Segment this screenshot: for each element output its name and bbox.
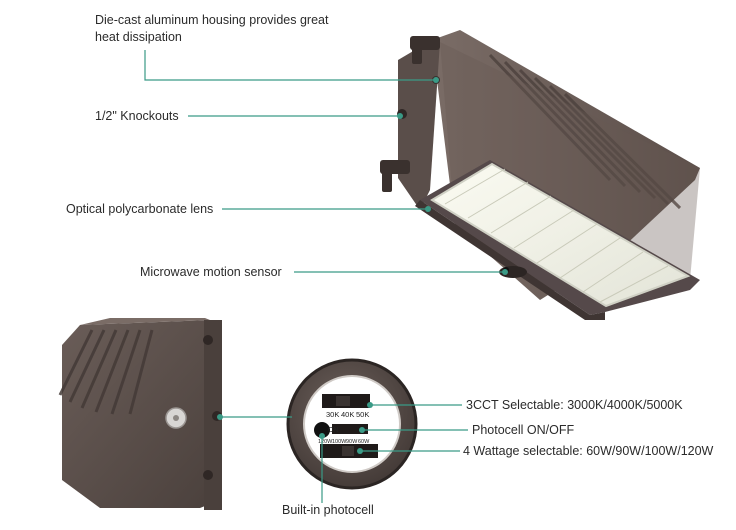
callout-builtin-photocell: Built-in photocell [282,503,374,517]
callout-cct: 3CCT Selectable: 3000K/4000K/5000K [466,398,683,412]
switch-dial: 30K 40K 50K ON 120W 100W 90W 60W [286,358,418,490]
callout-knockouts: 1/2" Knockouts [95,109,179,123]
callout-housing: Die-cast aluminum housing provides great… [95,13,329,44]
photocell-switch-slot [332,424,368,434]
wattage-label-90w: 90W [346,439,358,445]
back-photocell-center [173,415,179,421]
back-fixture [58,318,222,510]
cooling-fins [488,53,682,210]
leader-lines [144,50,505,503]
callout-photocell-switch: Photocell ON/OFF [472,423,575,437]
cct-label-40k: 40K [341,410,354,419]
callout-wattage: 4 Wattage selectable: 60W/90W/100W/120W [463,444,714,458]
led-lens-panel [430,162,691,308]
back-fixture-fins [58,329,154,415]
back-fixture-housing [62,320,220,508]
back-plate-screw-top [203,335,213,345]
wattage-label-120w: 120W [318,439,333,445]
fixture-bottom-base [415,200,605,320]
led-rows [444,168,669,303]
wattage-label-60w: 60W [358,439,370,445]
fixture-side-housing [398,40,440,210]
wattage-label-100w: 100W [332,439,347,445]
cct-label-30k: 30K [326,410,339,419]
callout-sensor: Microwave motion sensor [140,265,282,279]
back-fixture-top [80,318,210,325]
leader-housing [144,50,436,81]
mounting-ears [380,36,440,192]
wattage-switch-knob [342,446,354,456]
back-plate-screw-bottom [203,470,213,480]
leader-dots [217,77,508,454]
cct-label-50k: 50K [356,410,369,419]
callout-lens: Optical polycarbonate lens [66,202,214,216]
photocell-on-label: ON [328,427,339,434]
dial-photocell-sensor [314,422,330,438]
cct-switch-knob [336,396,350,406]
main-fixture [380,30,700,320]
